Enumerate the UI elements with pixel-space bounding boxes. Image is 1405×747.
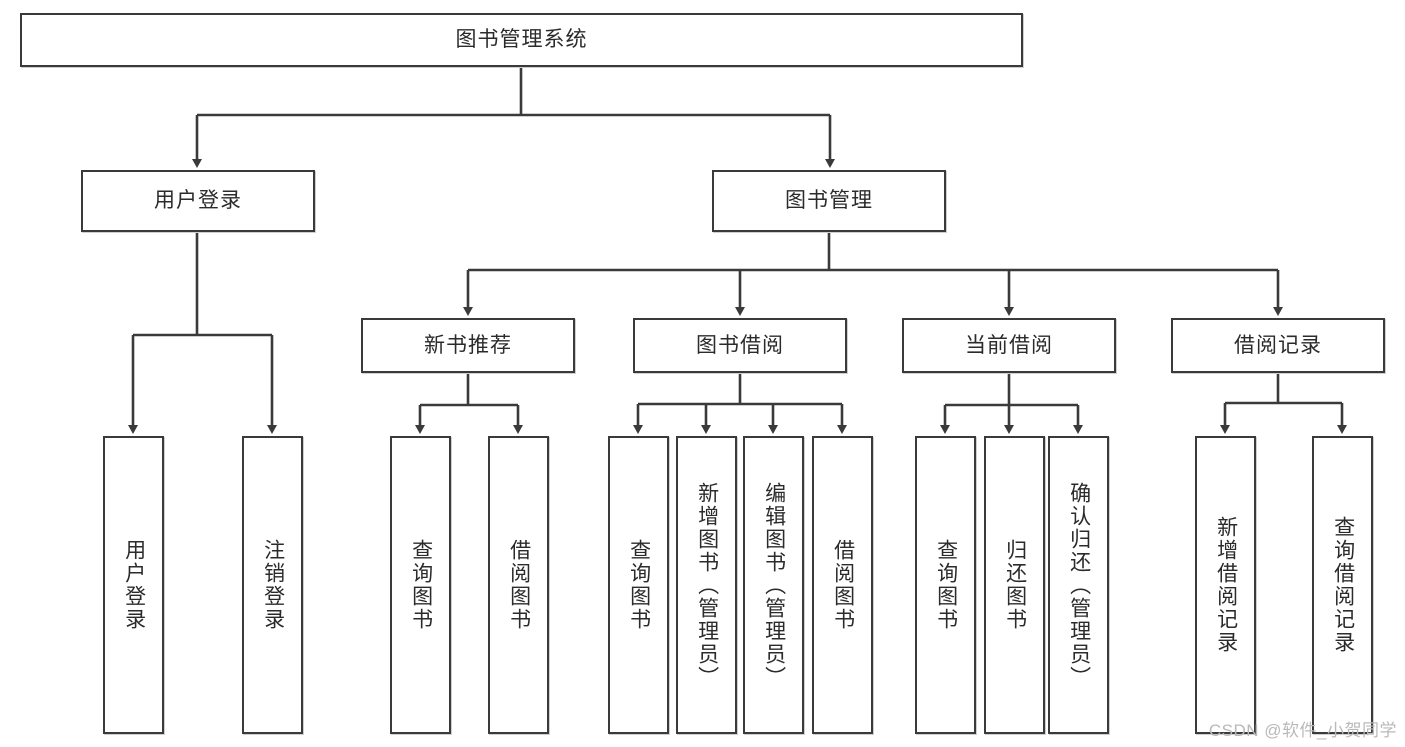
node-leaf-edit-book-label: 编辑图书（管理员） xyxy=(762,481,786,689)
node-leaf-query-book-2-label: 查询图书 xyxy=(627,539,651,631)
node-leaf-return-book[interactable]: 归还图书 xyxy=(984,436,1045,734)
node-leaf-borrow-book-2[interactable]: 借阅图书 xyxy=(812,436,873,734)
watermark-text: CSDN @软件_小贺同学 xyxy=(1208,721,1397,740)
node-user-login[interactable]: 用户登录 xyxy=(81,170,315,232)
node-user-login-label: 用户登录 xyxy=(154,189,242,213)
node-new-book-rec[interactable]: 新书推荐 xyxy=(361,318,575,373)
node-leaf-query-record-label: 查询借阅记录 xyxy=(1331,516,1355,654)
node-root[interactable]: 图书管理系统 xyxy=(20,13,1023,67)
node-leaf-query-book-3[interactable]: 查询图书 xyxy=(915,436,976,734)
node-leaf-logout-label: 注销登录 xyxy=(261,539,285,631)
node-book-manage-label: 图书管理 xyxy=(785,189,873,213)
node-leaf-edit-book[interactable]: 编辑图书（管理员） xyxy=(743,436,804,734)
node-leaf-user-login-label: 用户登录 xyxy=(122,539,146,631)
node-leaf-add-record-label: 新增借阅记录 xyxy=(1214,516,1238,654)
node-leaf-borrow-book-1-label: 借阅图书 xyxy=(507,539,531,631)
node-leaf-add-book-label: 新增图书（管理员） xyxy=(695,481,719,689)
node-leaf-borrow-book-1[interactable]: 借阅图书 xyxy=(488,436,549,734)
node-borrow-record-label: 借阅记录 xyxy=(1234,333,1322,357)
node-leaf-query-book-1-label: 查询图书 xyxy=(409,539,433,631)
node-leaf-add-book[interactable]: 新增图书（管理员） xyxy=(676,436,737,734)
node-leaf-query-book-1[interactable]: 查询图书 xyxy=(390,436,451,734)
node-leaf-query-book-2[interactable]: 查询图书 xyxy=(608,436,669,734)
node-leaf-add-record[interactable]: 新增借阅记录 xyxy=(1195,436,1256,734)
node-leaf-user-login[interactable]: 用户登录 xyxy=(103,436,164,734)
node-root-label: 图书管理系统 xyxy=(455,28,588,52)
node-leaf-confirm-return-label: 确认归还（管理员） xyxy=(1067,481,1091,689)
node-current-borrow-label: 当前借阅 xyxy=(965,333,1053,357)
node-leaf-query-record[interactable]: 查询借阅记录 xyxy=(1312,436,1373,734)
node-leaf-borrow-book-2-label: 借阅图书 xyxy=(831,539,855,631)
node-book-manage[interactable]: 图书管理 xyxy=(712,170,946,232)
node-leaf-return-book-label: 归还图书 xyxy=(1003,539,1027,631)
node-leaf-confirm-return[interactable]: 确认归还（管理员） xyxy=(1048,436,1109,734)
node-leaf-logout[interactable]: 注销登录 xyxy=(242,436,303,734)
node-borrow-record[interactable]: 借阅记录 xyxy=(1171,318,1385,373)
node-book-borrow[interactable]: 图书借阅 xyxy=(633,318,847,373)
node-current-borrow[interactable]: 当前借阅 xyxy=(902,318,1116,373)
node-book-borrow-label: 图书借阅 xyxy=(696,333,784,357)
node-new-book-rec-label: 新书推荐 xyxy=(424,333,512,357)
node-leaf-query-book-3-label: 查询图书 xyxy=(934,539,958,631)
